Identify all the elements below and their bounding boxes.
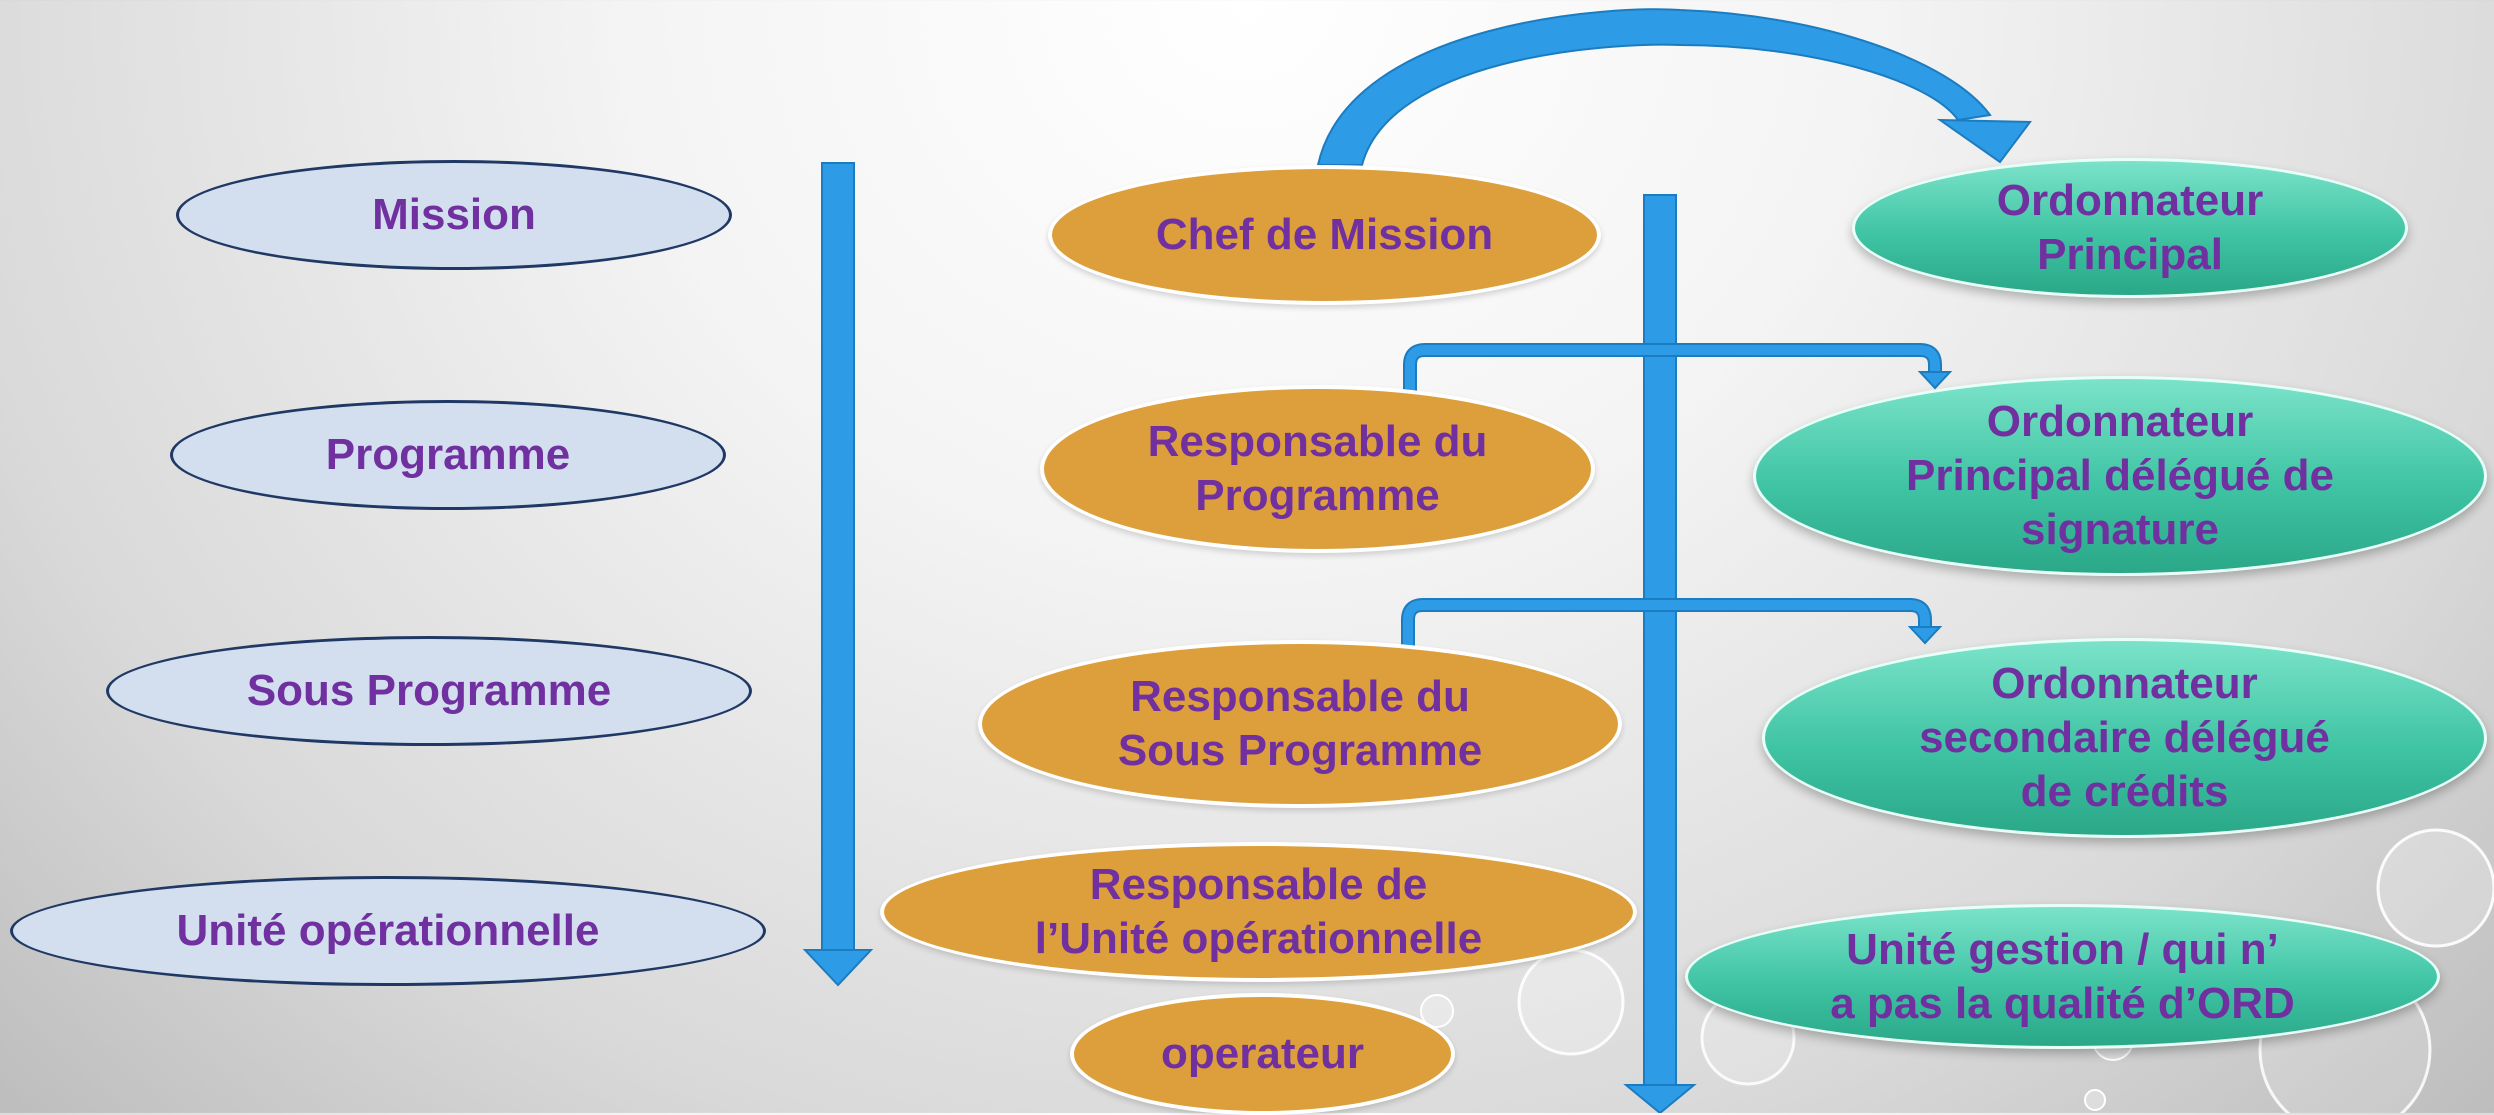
level-unite-operationnelle: Unité opérationnelle [10,876,766,986]
level-unite-label: Unité opérationnelle [176,906,600,956]
ord-secondaire-line-3: de crédits [2020,766,2229,816]
ord-delegue-line-3: signature [2020,504,2220,554]
level-mission: Mission [176,160,732,270]
role-operateur-label: operateur [1161,1029,1364,1079]
curved-arrow-chef-to-ordonnateur [1316,8,2032,166]
ord-principal-delegue-signature: Ordonnateur Principal délégué de signatu… [1753,376,2487,576]
unite-gestion-line-1: Unité gestion / qui n’ [1846,924,2279,974]
ord-principal-line-2: Principal [2037,230,2223,279]
level-sous-programme: Sous Programme [106,636,752,746]
role-responsable-programme: Responsable du Programme [1040,385,1595,553]
bent-arrow-sous-programme-to-secondaire [1401,598,1943,650]
level-sous-programme-label: Sous Programme [246,666,612,716]
ord-secondaire-line-1: Ordonnateur [1991,659,2258,709]
ord-secondaire-line-2: secondaire délégué [1919,713,2330,763]
level-programme: Programme [170,400,726,510]
role-resp-programme-line-2: Programme [1195,471,1440,520]
level-mission-label: Mission [372,190,536,240]
bent-arrow-programme-to-delegue [1403,343,1953,398]
role-chef-de-mission: Chef de Mission [1048,165,1601,305]
unite-gestion-line-2: a pas la qualité d’ORD [1830,978,2295,1028]
role-resp-unite-line-1: Responsable de [1089,860,1428,910]
role-resp-unite-line-2: l’Unité opérationnelle [1034,914,1483,963]
level-programme-label: Programme [325,430,571,480]
role-resp-sous-programme-line-1: Responsable du [1130,672,1470,722]
ord-delegue-line-1: Ordonnateur [1986,397,2254,447]
ord-principal: Ordonnateur Principal [1852,158,2408,298]
role-resp-programme-line-1: Responsable du [1147,417,1488,467]
ord-principal-line-1: Ordonnateur [1996,176,2264,226]
role-operateur: operateur [1070,993,1455,1115]
role-resp-sous-programme-line-2: Sous Programme [1117,726,1483,775]
hierarchy-down-arrow-left [802,162,874,987]
hierarchy-down-arrow-middle [1623,194,1697,1113]
ord-delegue-line-2: Principal délégué de [1906,451,2334,501]
unite-gestion: Unité gestion / qui n’ a pas la qualité … [1685,904,2440,1049]
ord-secondaire-delegue-credits: Ordonnateur secondaire délégué de crédit… [1762,638,2487,838]
role-chef-label: Chef de Mission [1155,210,1494,260]
role-responsable-sous-programme: Responsable du Sous Programme [978,640,1622,808]
role-responsable-unite: Responsable de l’Unité opérationnelle [880,842,1637,982]
